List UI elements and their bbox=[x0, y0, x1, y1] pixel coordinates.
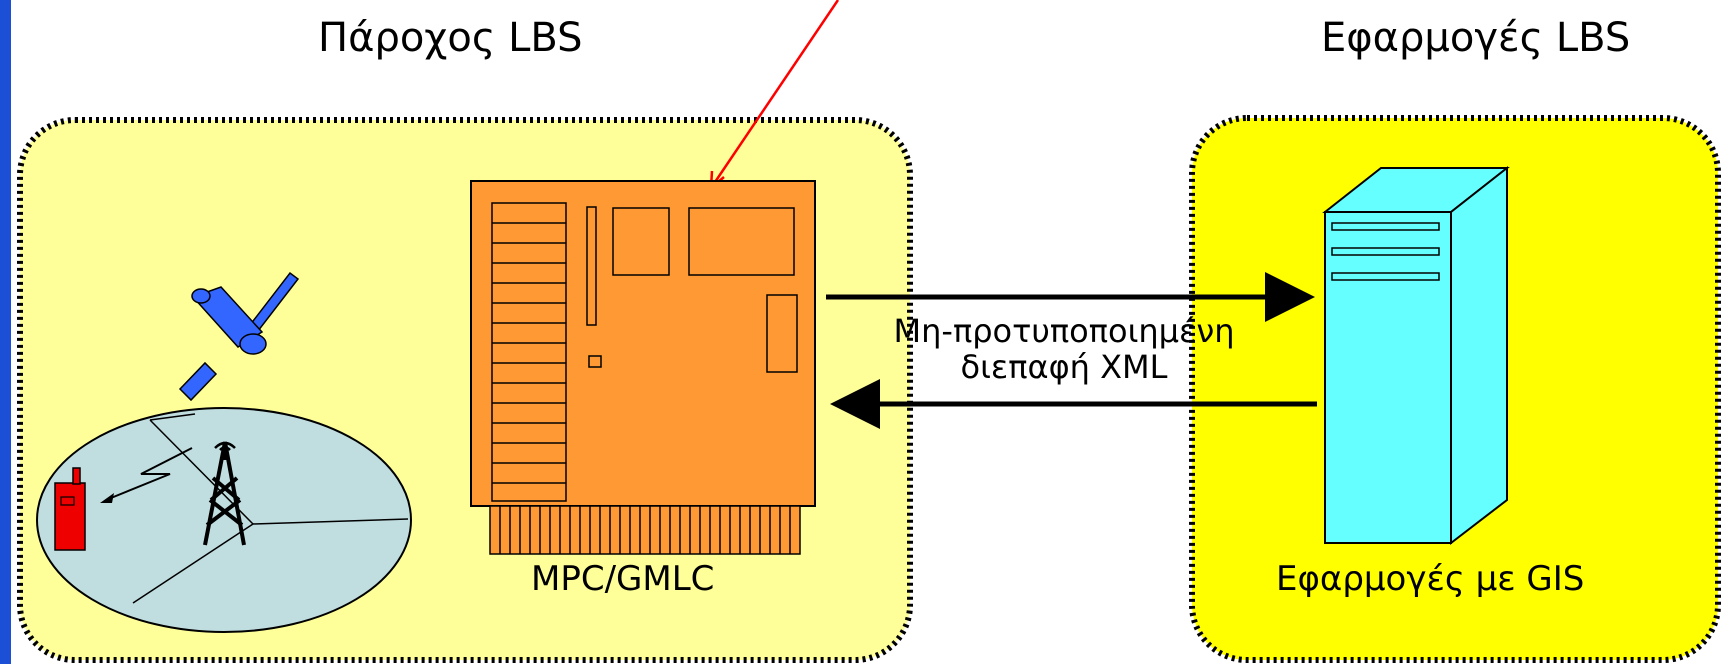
provider-title: Πάροχος LBS bbox=[318, 15, 583, 61]
mobile-phone-icon bbox=[54, 467, 86, 551]
interface-label-line2: διεπαφή XML bbox=[960, 348, 1168, 386]
applications-title: Εφαρμογές LBS bbox=[1321, 15, 1631, 61]
board-caption: MPC/GMLC bbox=[531, 559, 715, 599]
circuit-board-icon bbox=[470, 180, 816, 555]
interface-label-line1: Μη-προτυποποιημένη bbox=[893, 312, 1235, 350]
coverage-map bbox=[36, 407, 412, 633]
satellite-icon bbox=[178, 271, 300, 402]
server-caption: Εφαρμογές με GIS bbox=[1276, 559, 1585, 599]
red-pointer-line bbox=[709, 0, 840, 189]
cell-tower-icon bbox=[203, 441, 246, 546]
server-icon bbox=[1322, 165, 1510, 546]
left-accent-bar bbox=[0, 0, 11, 664]
